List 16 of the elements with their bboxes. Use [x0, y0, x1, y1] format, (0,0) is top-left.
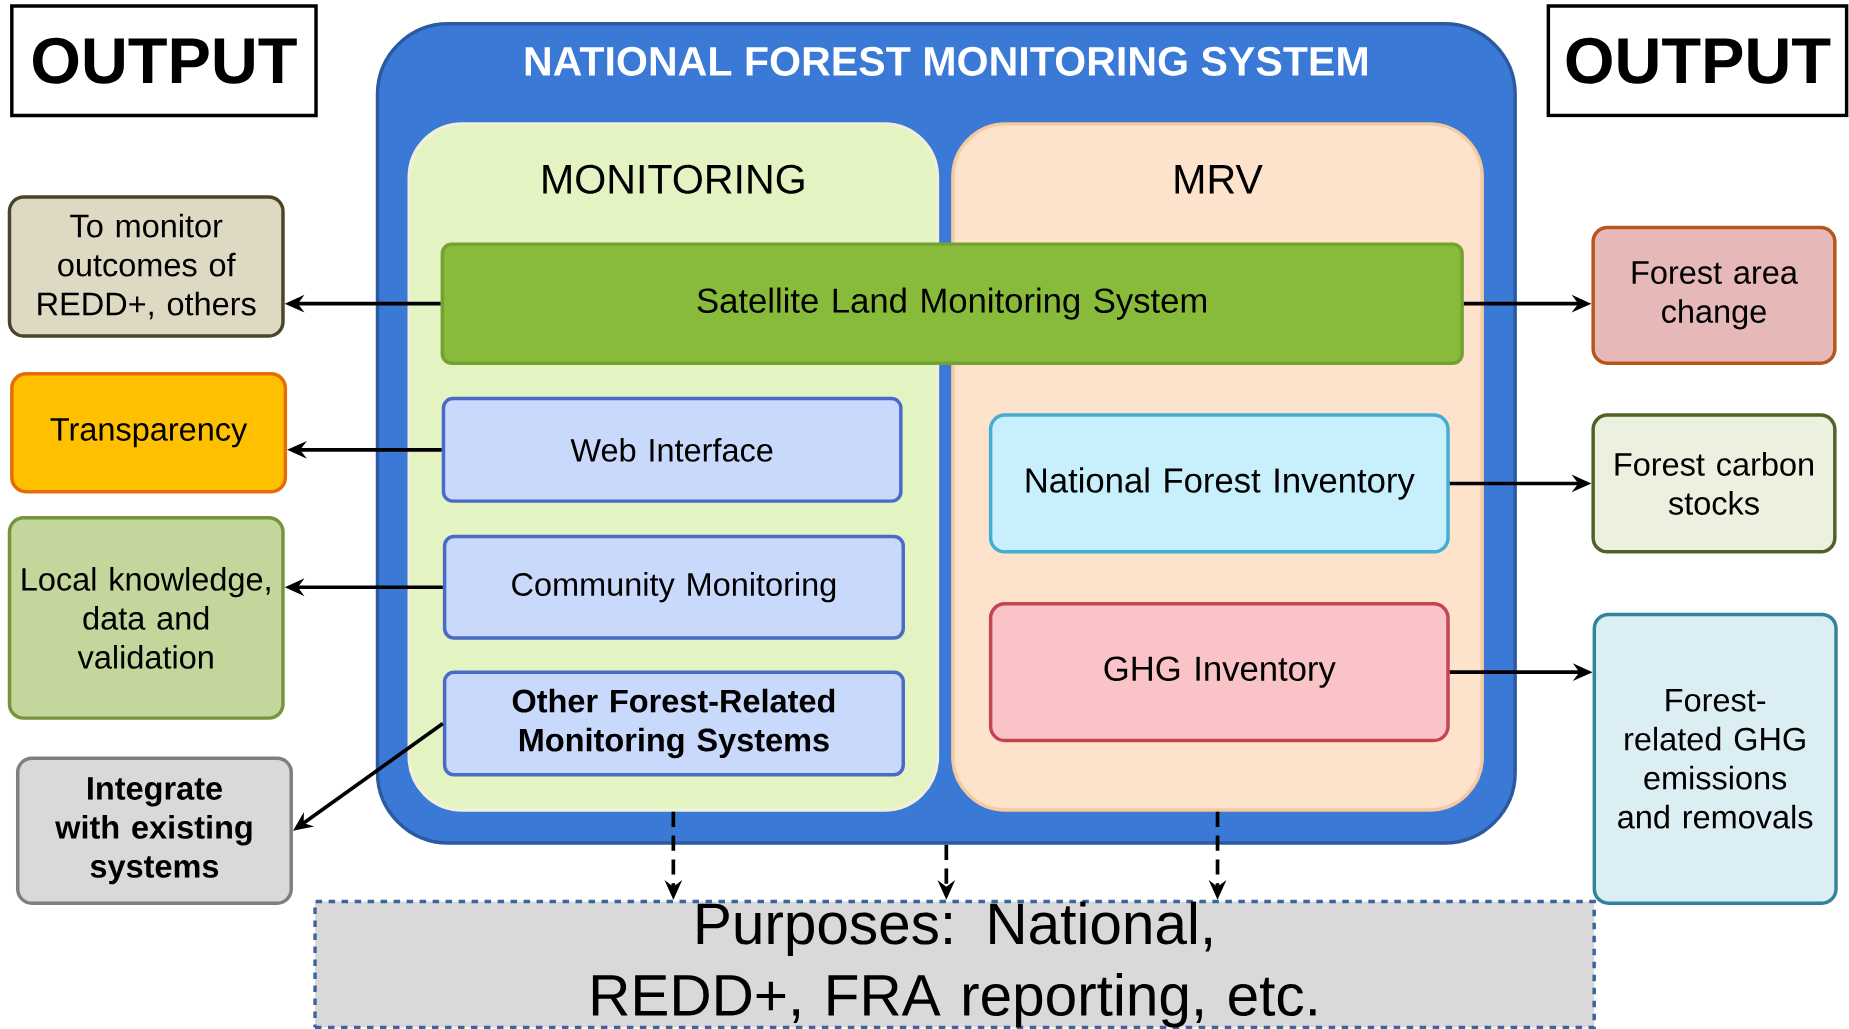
process-box: Web Interface — [441, 396, 903, 503]
process-box: GHG Inventory — [988, 601, 1450, 743]
process-box: Satellite Land Monitoring System — [440, 242, 1464, 365]
output-box: To monitor outcomes of REDD+, others — [7, 195, 285, 338]
process-box: Community Monitoring — [442, 534, 905, 640]
output-box: Forest area change — [1591, 225, 1837, 365]
output-box: Forest carbon stocks — [1591, 413, 1837, 554]
output-box: Transparency — [10, 371, 288, 494]
output-box: Forest-related GHG emissions and removals — [1592, 612, 1838, 905]
output-box: Integrate with existing systems — [16, 756, 293, 905]
process-box: Other Forest-Related Monitoring Systems — [442, 670, 905, 777]
heading-box: OUTPUT — [1546, 3, 1849, 118]
purpose-box: Purposes: National, REDD+, FRA reporting, etc. — [313, 899, 1596, 1029]
output-box: Local knowledge, data and validation — [7, 515, 285, 720]
heading-box: OUTPUT — [10, 3, 318, 118]
process-box: National Forest Inventory — [988, 413, 1450, 554]
